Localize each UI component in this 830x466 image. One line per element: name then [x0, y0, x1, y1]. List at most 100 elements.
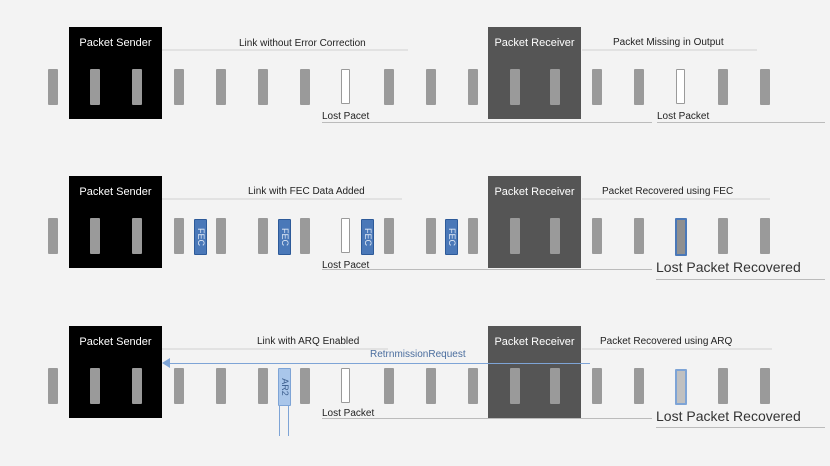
packet [90, 368, 100, 404]
lost-packet-label-output: Lost Packet [657, 111, 710, 122]
link-line [162, 348, 388, 350]
packet [258, 218, 268, 254]
lost-packet [341, 218, 350, 253]
packet [300, 218, 310, 254]
recovered-packet [675, 369, 687, 405]
output-line [582, 198, 770, 200]
fec-tag: FEC [446, 228, 457, 246]
packet [550, 218, 560, 254]
arq-tag: AR2 [279, 378, 290, 396]
packet [718, 218, 728, 254]
packet [426, 218, 436, 254]
lost-underline [322, 418, 652, 419]
arrowhead-icon [162, 358, 170, 368]
link-label: Link with ARQ Enabled [257, 336, 360, 347]
packet-receiver-box: Packet Receiver [488, 326, 581, 418]
diagram-stage: Packet Sender Packet Receiver Link witho… [0, 27, 830, 436]
lost-packet [341, 368, 350, 403]
row-arq: Packet Sender Packet Receiver Link with … [0, 326, 830, 466]
recovered-underline [656, 279, 825, 280]
packet-sender-box: Packet Sender [69, 176, 162, 268]
packet [216, 69, 226, 105]
packet [760, 69, 770, 105]
link-line [162, 198, 402, 200]
output-label: Packet Missing in Output [613, 37, 724, 48]
packet [550, 368, 560, 404]
packet [760, 218, 770, 254]
packet-receiver-label: Packet Receiver [494, 37, 575, 49]
lost-underline [322, 269, 652, 270]
packet [592, 368, 602, 404]
recovered-packet [675, 218, 687, 256]
fec-packet: FEC [445, 219, 458, 255]
packet [468, 368, 478, 404]
packet [634, 69, 644, 105]
packet-sender-label: Packet Sender [79, 37, 152, 49]
packet-sender-label: Packet Sender [79, 186, 152, 198]
packet [718, 368, 728, 404]
packet [174, 218, 184, 254]
packet [468, 69, 478, 105]
packet [216, 368, 226, 404]
packet [384, 218, 394, 254]
packet [90, 69, 100, 105]
lost-packet [341, 69, 350, 104]
output-line [582, 49, 757, 51]
output-label: Packet Recovered using ARQ [600, 336, 733, 347]
packet [90, 218, 100, 254]
packet-sender-label: Packet Sender [79, 336, 152, 348]
packet [426, 368, 436, 404]
retransmission-label: RetrnmissionRequest [370, 349, 466, 360]
packet [132, 368, 142, 404]
fec-packet: FEC [194, 219, 207, 255]
packet-sender-box: Packet Sender [69, 27, 162, 119]
packet [258, 69, 268, 105]
lost-underline [322, 122, 652, 123]
output-line [582, 348, 772, 350]
packet [384, 368, 394, 404]
fec-tag: FEC [362, 228, 373, 246]
packet [300, 368, 310, 404]
row-no-error-correction: Packet Sender Packet Receiver Link witho… [0, 27, 830, 167]
packet [258, 368, 268, 404]
recovered-label: Lost Packet Recovered [656, 408, 801, 424]
link-line [162, 49, 408, 51]
lost-underline-output [657, 122, 825, 123]
packet-sender-box: Packet Sender [69, 326, 162, 418]
fec-packet: FEC [361, 219, 374, 255]
recovered-underline [656, 427, 825, 428]
packet [634, 368, 644, 404]
packet [510, 218, 520, 254]
packet-receiver-label: Packet Receiver [494, 186, 575, 198]
lost-packet-label: Lost Packet [322, 408, 375, 419]
retransmission-arrow [170, 363, 590, 364]
arq-retransmitted-packet: AR2 [278, 368, 291, 406]
arq-guide-line [279, 406, 280, 436]
packet [550, 69, 560, 105]
fec-tag: FEC [279, 228, 290, 246]
packet-receiver-box: Packet Receiver [488, 176, 581, 268]
packet [174, 368, 184, 404]
arq-guide-line [288, 406, 289, 436]
packet [48, 368, 58, 404]
packet [468, 218, 478, 254]
packet [132, 69, 142, 105]
packet-receiver-label: Packet Receiver [494, 336, 575, 348]
fec-tag: FEC [195, 228, 206, 246]
packet [592, 218, 602, 254]
packet [634, 218, 644, 254]
packet [384, 69, 394, 105]
fec-packet: FEC [278, 219, 291, 255]
link-label: Link without Error Correction [239, 38, 366, 49]
packet [300, 69, 310, 105]
packet [132, 218, 142, 254]
packet [510, 69, 520, 105]
packet-receiver-box: Packet Receiver [488, 27, 581, 119]
link-label: Link with FEC Data Added [248, 186, 365, 197]
packet [48, 69, 58, 105]
packet [48, 218, 58, 254]
packet [174, 69, 184, 105]
output-label: Packet Recovered using FEC [602, 186, 734, 197]
lost-packet-label: Lost Pacet [322, 111, 370, 122]
packet [592, 69, 602, 105]
